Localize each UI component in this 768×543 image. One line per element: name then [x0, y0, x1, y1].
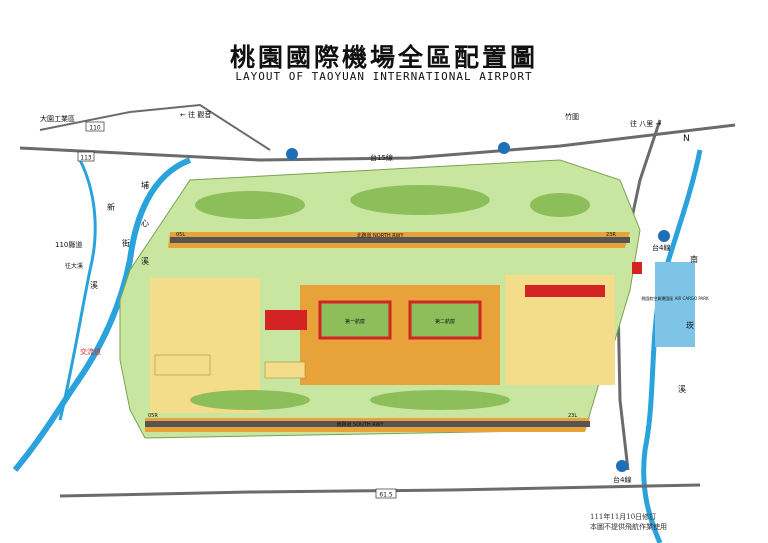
- terminal-2: [408, 300, 482, 340]
- terminal-1-label: 第一航廈: [345, 318, 365, 325]
- grass-island: [350, 185, 490, 215]
- disclaimer-note: 本圖不提供飛航作業使用: [590, 523, 667, 531]
- route-110-shield: [85, 121, 105, 132]
- revision-note: 111年11月10日修訂: [590, 513, 657, 521]
- dayuan-industrial-label: 大園工業區: [40, 114, 75, 123]
- river-left: [12, 157, 192, 472]
- route-110-label: 110: [89, 125, 101, 132]
- north-arrow-label: N: [683, 134, 690, 144]
- river-nankan-3: 溪: [678, 384, 686, 394]
- prov15-shield: [286, 148, 298, 160]
- county-110-label: 110縣道: [55, 240, 82, 249]
- river-left-branch: [58, 159, 97, 421]
- runway-23r: 23R: [606, 232, 616, 238]
- route-113-shield: [77, 151, 95, 162]
- yellow-building: [154, 354, 211, 376]
- runway-05l: 05L: [176, 232, 185, 238]
- bali-direction-label: 往 八里 →: [630, 119, 661, 128]
- creek-xinjie-2: 街: [122, 238, 130, 248]
- route-113-label: 113: [80, 155, 92, 162]
- terminal-1: [318, 300, 392, 340]
- grass-island: [370, 390, 510, 410]
- runway-south-label: 南跑道 SOUTH RWY: [336, 421, 384, 428]
- red-building-west: [265, 310, 307, 330]
- creek-puxin-1: 埔: [141, 180, 149, 190]
- runway-05r: 05R: [148, 413, 158, 419]
- prov4-shield: [658, 230, 670, 242]
- prov4-label: 台4線: [652, 243, 670, 252]
- creek-puxin-2: 心: [141, 219, 149, 228]
- river-right: [641, 149, 703, 543]
- terminal-2-label: 第二航廈: [435, 318, 455, 325]
- map-subtitle: LAYOUT OF TAOYUAN INTERNATIONAL AIRPORT: [235, 70, 533, 83]
- runway-north: [170, 237, 630, 243]
- prov4-shield-south: [616, 460, 628, 472]
- red-building-east: [525, 285, 605, 297]
- daxi-direction-label: 往大溪: [65, 262, 83, 270]
- interchange-label: 交流道: [80, 347, 101, 356]
- prov15-label: 台15線: [370, 153, 393, 162]
- road-guanyin: [39, 103, 271, 151]
- grass-island: [530, 193, 590, 217]
- river-nankan-2: 崁: [686, 321, 694, 330]
- runway-south: [145, 421, 590, 427]
- route-61-5-label: 61.5: [379, 492, 393, 499]
- red-building-ne: [632, 262, 642, 274]
- road-north: [19, 123, 736, 162]
- grass-island: [195, 191, 305, 219]
- route-61-5-shield: [375, 488, 397, 499]
- prov15-shield-east: [498, 142, 510, 154]
- road-south: [59, 483, 701, 498]
- map-title: 桃園國際機場全區配置圖: [229, 43, 538, 72]
- creek-puxin-3: 溪: [141, 256, 149, 266]
- cargo-park-area: [655, 262, 695, 347]
- runway-north-label: 北跑道 NORTH RWY: [356, 232, 404, 239]
- guanyin-direction-label: ← 往 觀音: [180, 110, 211, 119]
- river-nankan-1: 南: [690, 254, 698, 264]
- yellow-building: [264, 361, 306, 379]
- prov4-bottom-label: 台4線: [613, 475, 631, 484]
- creek-xinjie-3: 溪: [90, 280, 98, 290]
- runway-23l: 23L: [568, 413, 577, 419]
- cargo-park-label: 桃園航空貨運園區 AIR CARGO PARK: [641, 295, 709, 301]
- grass-island: [190, 390, 310, 410]
- zhuwei-label: 竹圍: [565, 112, 579, 121]
- creek-xinjie-1: 新: [107, 202, 115, 212]
